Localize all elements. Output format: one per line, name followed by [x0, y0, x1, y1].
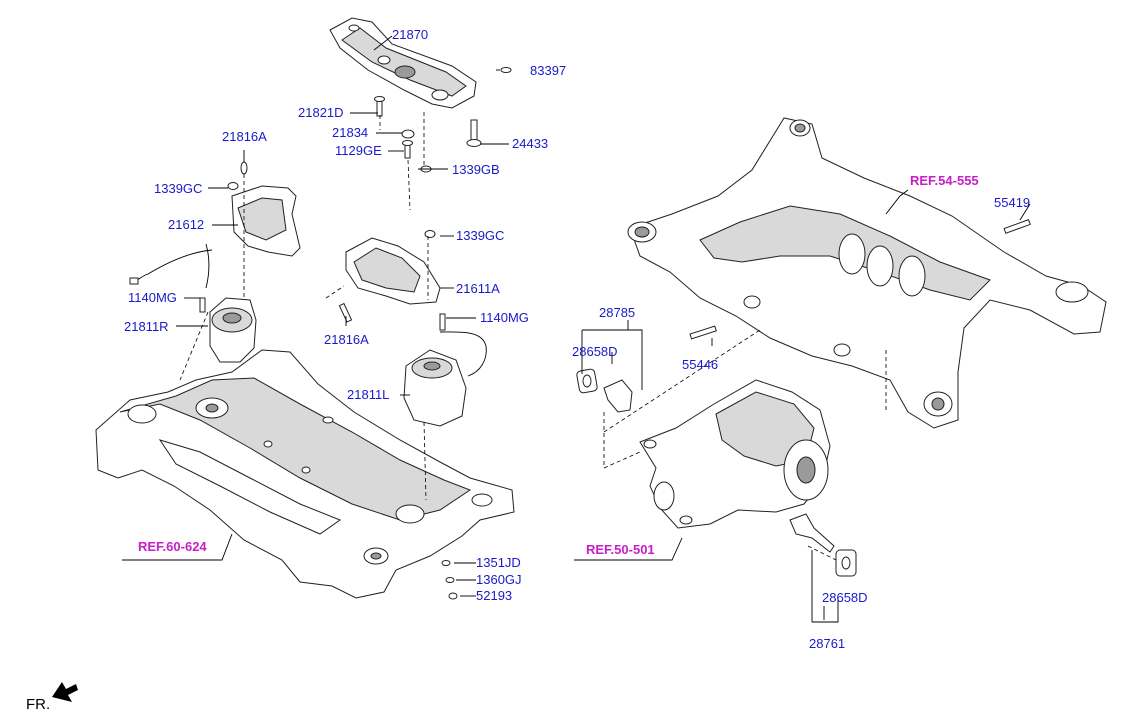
alignment-lines	[179, 112, 887, 561]
exhaust-hanger-rear-drawing	[789, 513, 857, 577]
part-label-28658D-top[interactable]: 28658D	[572, 344, 618, 359]
part-label-21811R[interactable]: 21811R	[124, 319, 169, 334]
part-label-1360GJ[interactable]: 1360GJ	[476, 572, 522, 587]
engine-mount-left-drawing	[129, 243, 257, 363]
lower-fasteners-drawing	[441, 560, 458, 600]
part-label-55419[interactable]: 55419	[994, 195, 1031, 210]
reference-label-50-501[interactable]: REF.50-501	[586, 542, 655, 557]
part-label-21821D[interactable]: 21821D	[298, 105, 344, 120]
part-label-21811L[interactable]: 21811L	[347, 387, 390, 402]
part-label-1140MG-mid[interactable]: 1140MG	[480, 310, 529, 325]
part-label-1339GC-mid[interactable]: 1339GC	[456, 228, 505, 243]
exhaust-hanger-front-drawing	[576, 368, 633, 413]
reference-label-60-624[interactable]: REF.60-624	[138, 539, 207, 554]
engine-mount-right-drawing	[403, 313, 487, 427]
part-label-1351JD[interactable]: 1351JD	[476, 555, 521, 570]
leader-lines	[122, 35, 1031, 623]
part-label-52193[interactable]: 52193	[476, 588, 513, 603]
part-label-55446[interactable]: 55446	[682, 357, 719, 372]
front-indicator-label: FR.	[26, 696, 51, 713]
front-subframe-drawing	[95, 349, 515, 599]
part-label-21870[interactable]: 21870	[392, 27, 429, 42]
part-label-24433[interactable]: 24433	[512, 136, 549, 151]
part-label-28761[interactable]: 28761	[809, 636, 846, 651]
part-label-1339GC-left[interactable]: 1339GC	[154, 181, 203, 196]
part-label-83397[interactable]: 83397	[530, 63, 567, 78]
engine-mount-bracket-left-drawing	[227, 161, 301, 257]
part-label-21612[interactable]: 21612	[168, 217, 205, 232]
part-label-21611A[interactable]: 21611A	[456, 281, 500, 296]
subframe-bolts-drawing	[689, 219, 1031, 340]
reference-label-54-555[interactable]: REF.54-555	[910, 173, 979, 188]
part-label-28658D-bottom[interactable]: 28658D	[822, 590, 868, 605]
rear-subframe-drawing	[627, 117, 1107, 429]
transmission-crossmember-drawing	[329, 17, 477, 109]
rear-differential-drawing	[639, 379, 831, 529]
engine-mount-bracket-right-drawing	[338, 230, 441, 323]
front-direction-arrow-icon	[52, 682, 78, 702]
part-label-1140MG-left[interactable]: 1140MG	[128, 290, 177, 305]
part-label-21834[interactable]: 21834	[332, 125, 369, 140]
part-label-1129GE[interactable]: 1129GE	[335, 143, 382, 158]
part-label-21816A-mid[interactable]: 21816A	[324, 332, 369, 347]
part-label-1339GB[interactable]: 1339GB	[452, 162, 500, 177]
part-label-28785[interactable]: 28785	[599, 305, 636, 320]
part-label-21816A-top[interactable]: 21816A	[222, 129, 267, 144]
